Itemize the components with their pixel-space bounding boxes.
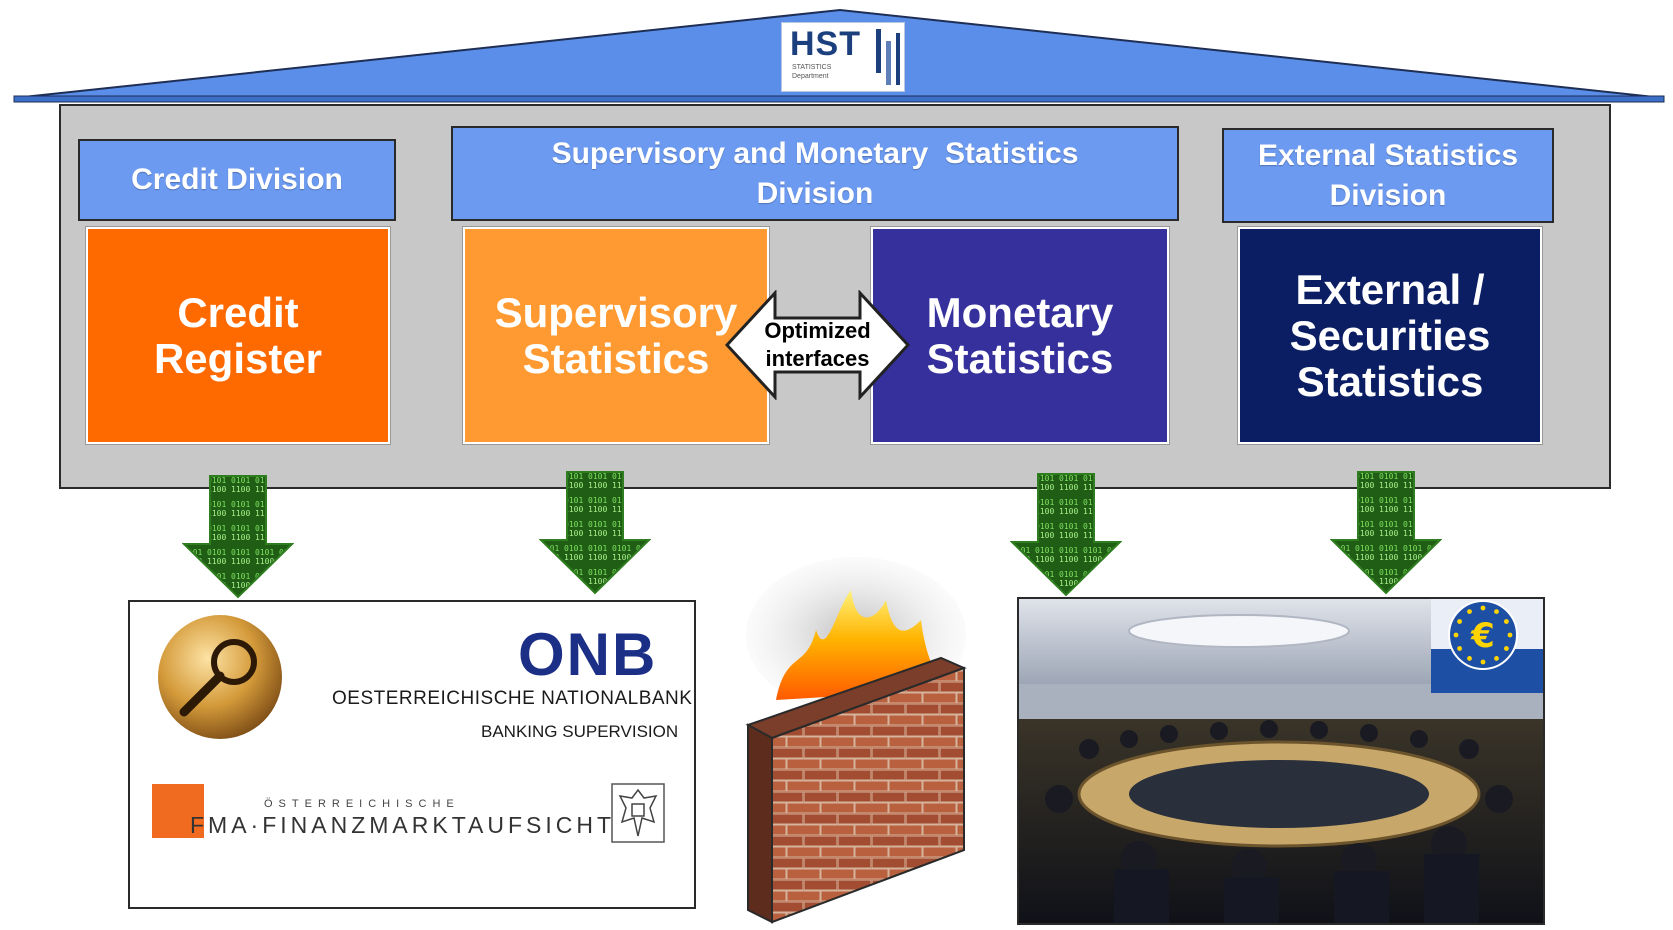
data-arrow-external <box>1330 471 1442 595</box>
supervisory-statistics-label-line2: Statistics <box>522 334 710 382</box>
hst-logo-title: HST <box>790 25 861 63</box>
credit-register-label-line2: Register <box>153 334 323 382</box>
fma-small-label: ÖSTERREICHISCHE <box>264 798 460 810</box>
supervisory-statistics-box: Supervisory Statistics <box>463 227 769 444</box>
supervisory-monetary-division-label-line2: Division <box>756 176 874 210</box>
data-arrow-credit <box>182 475 294 599</box>
onb-subtitle: BANKING SUPERVISION <box>481 722 679 741</box>
ecb-meeting-room-image <box>1019 599 1543 923</box>
firewall-icon <box>745 557 967 924</box>
eagle-coat-of-arms-icon <box>611 783 665 843</box>
hst-logo-subtitle: STATISTICS Department <box>792 63 854 81</box>
data-arrow-monetary <box>1010 473 1122 597</box>
credit-register-label-line1: Credit <box>177 288 299 336</box>
double-arrow-icon <box>725 290 910 400</box>
external-securities-label-line2: Securities <box>1289 311 1491 359</box>
hst-logo: HST STATISTICS Department <box>781 22 905 92</box>
external-division-header: External Statistics Division <box>1222 128 1554 223</box>
onb-fma-panel: ONB OESTERREICHISCHE NATIONALBANK BANKIN… <box>128 600 696 909</box>
ecb-flag-panel: € <box>1431 599 1543 693</box>
onb-logo: ONB <box>518 621 658 688</box>
supervisory-statistics-label-line1: Supervisory <box>494 288 738 336</box>
monetary-statistics-box: Monetary Statistics <box>871 227 1169 444</box>
external-division-label-line1: External Statistics <box>1257 138 1519 172</box>
credit-division-header: Credit Division <box>78 139 396 221</box>
credit-division-label: Credit Division <box>131 163 343 196</box>
external-securities-statistics-box: External / Securities Statistics <box>1238 227 1542 444</box>
hst-logo-subtitle-line1: STATISTICS <box>792 64 832 71</box>
supervisory-monetary-division-label-line1: Supervisory and Monetary Statistics <box>551 136 1079 170</box>
hst-logo-subtitle-line2: Department <box>792 73 829 80</box>
monetary-statistics-label-line1: Monetary <box>926 288 1114 336</box>
monetary-statistics-label-line2: Statistics <box>926 334 1114 382</box>
data-arrow-supervisory <box>539 471 651 595</box>
fma-logo-square <box>152 784 204 838</box>
optimized-interfaces-line1: Optimized <box>764 318 871 343</box>
optimized-interfaces-label: Optimized interfaces <box>745 317 890 373</box>
ecb-meeting-photo: € <box>1017 597 1545 925</box>
external-division-label-line2: Division <box>1329 178 1447 212</box>
euro-stars-icon: € <box>1431 599 1543 693</box>
hst-bars-icon <box>876 29 900 85</box>
credit-register-box: Credit Register <box>86 227 390 444</box>
magnifying-glass-icon <box>158 615 282 739</box>
svg-text:€: € <box>1470 616 1495 656</box>
onb-name: OESTERREICHISCHE NATIONALBANK <box>332 688 693 709</box>
external-securities-label-line3: Statistics <box>1296 357 1484 405</box>
fma-main-label: FMA·FINANZMARKTAUFSICHT <box>190 812 616 838</box>
optimized-interfaces-line2: interfaces <box>765 346 870 371</box>
external-securities-label-line1: External / <box>1295 265 1485 313</box>
supervisory-monetary-division-header: Supervisory and Monetary Statistics Divi… <box>451 126 1179 221</box>
